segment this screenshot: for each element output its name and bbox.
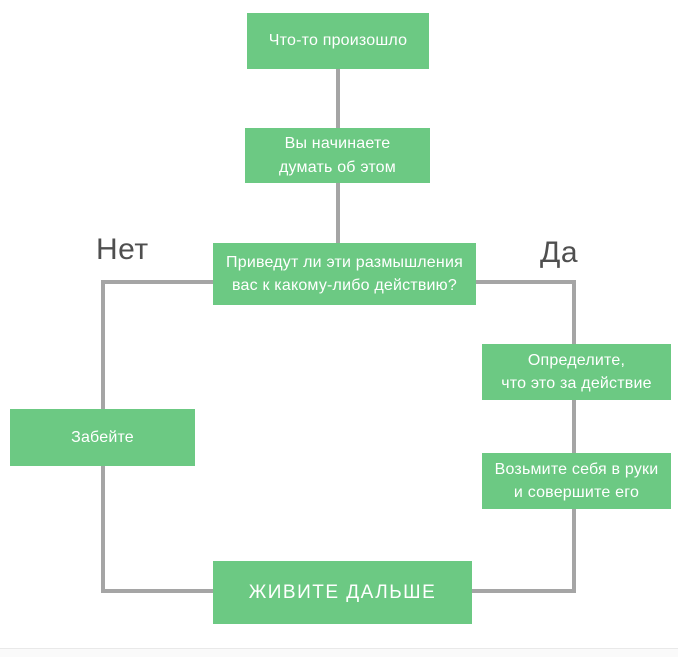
connector-no-branch-vertical-upper	[101, 280, 105, 409]
connector-define-to-do-it	[572, 400, 576, 453]
connector-yes-branch-to-live-on	[472, 589, 576, 593]
node-something-happened: Что-то произошло	[247, 13, 429, 69]
connector-yes-branch-vertical-upper	[572, 280, 576, 344]
node-define-action: Определите, что это за действие	[482, 344, 671, 400]
connector-yes-branch-horizontal	[476, 280, 576, 284]
branch-label-yes: Да	[540, 236, 579, 269]
node-forget-it: Забейте	[10, 409, 195, 466]
connector-yes-branch-vertical-lower	[572, 509, 576, 593]
node-live-on: ЖИВИТЕ ДАЛЬШЕ	[213, 561, 472, 624]
connector-think-to-decision	[336, 183, 340, 243]
connector-no-branch-to-live-on	[101, 589, 213, 593]
connector-no-branch-horizontal	[101, 280, 213, 284]
node-decision-question: Приведут ли эти размышления вас к какому…	[213, 243, 476, 305]
node-do-the-action: Возьмите себя в руки и совершите его	[482, 453, 671, 509]
node-start-thinking: Вы начинаете думать об этом	[245, 128, 430, 183]
branch-label-no: Нет	[96, 233, 149, 266]
page-bottom-edge	[0, 648, 678, 657]
connector-no-branch-vertical-lower	[101, 466, 105, 592]
connector-start-to-think	[336, 69, 340, 128]
